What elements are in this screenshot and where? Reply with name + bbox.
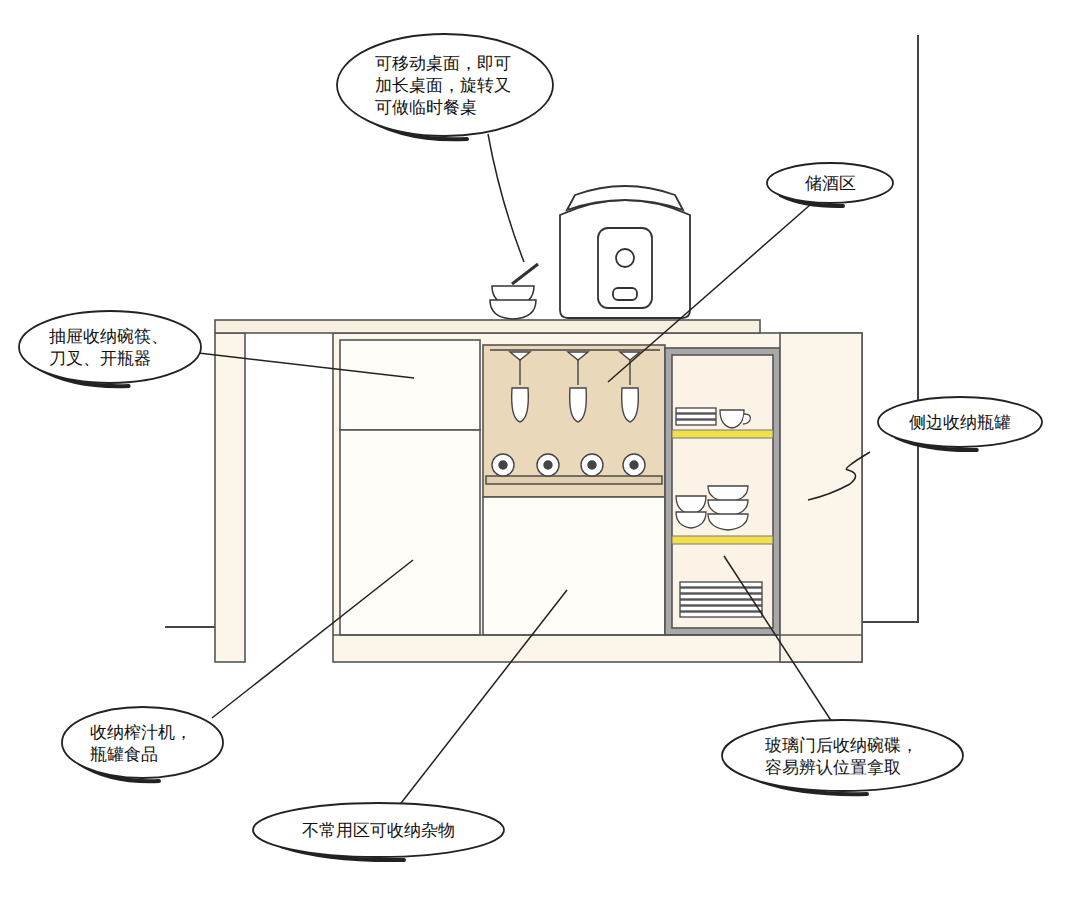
glass-door-frame bbox=[665, 348, 780, 635]
bubble-ellipse bbox=[878, 397, 1042, 447]
callout-text: 玻璃门后收纳碗碟， 容易辨认位置拿取 bbox=[765, 734, 921, 778]
bubble-ellipse bbox=[722, 720, 963, 791]
callout-bubble: 抽屉收纳碗筷、 刀叉、开瓶器 bbox=[17, 309, 203, 385]
shelf bbox=[672, 430, 773, 438]
callout-text: 储酒区 bbox=[805, 172, 856, 194]
callout-text: 可移动桌面，即可 加长桌面，旋转又 可做临时餐桌 bbox=[375, 52, 515, 118]
callout-bubble: 收纳榨汁机， 瓶罐食品 bbox=[60, 705, 225, 780]
bubble-ellipse bbox=[253, 803, 504, 857]
callout-text: 抽屉收纳碗筷、 刀叉、开瓶器 bbox=[49, 325, 171, 369]
movable-top bbox=[215, 320, 760, 333]
floor-line bbox=[165, 626, 215, 628]
bubble-ellipse bbox=[337, 34, 553, 136]
wall-line bbox=[862, 35, 918, 622]
callout-text: 收纳榨汁机， 瓶罐食品 bbox=[90, 721, 195, 765]
plinth-line bbox=[333, 634, 862, 636]
callout-bubble: 可移动桌面，即可 加长桌面，旋转又 可做临时餐桌 bbox=[335, 32, 555, 138]
callout-bubble: 储酒区 bbox=[765, 161, 895, 205]
lower-door bbox=[340, 430, 480, 635]
bowls bbox=[490, 264, 538, 319]
callout-text: 不常用区可收纳杂物 bbox=[302, 819, 455, 841]
leader-lines bbox=[190, 134, 870, 807]
side-panel bbox=[780, 333, 862, 662]
bubble-ellipse bbox=[62, 707, 223, 778]
cabinet-body bbox=[333, 333, 862, 662]
bubble-ellipse bbox=[19, 311, 201, 383]
glass-door-inside bbox=[672, 355, 773, 628]
callout-bubble: 不常用区可收纳杂物 bbox=[251, 801, 506, 859]
table-leg bbox=[215, 333, 245, 662]
bubble-ellipse bbox=[767, 163, 893, 203]
wine-bottles bbox=[486, 454, 662, 484]
dishes bbox=[676, 408, 762, 617]
bubble-outline bbox=[60, 705, 225, 780]
bubble-outline bbox=[17, 309, 203, 385]
middle-door bbox=[483, 497, 665, 635]
rice-cooker bbox=[560, 186, 690, 318]
callout-bubble: 侧边收纳瓶罐 bbox=[876, 395, 1044, 449]
drawer bbox=[340, 340, 480, 430]
shelf bbox=[672, 536, 773, 544]
callout-text: 侧边收纳瓶罐 bbox=[909, 411, 1011, 433]
wine-area bbox=[483, 345, 665, 497]
bubble-outline bbox=[720, 718, 965, 793]
callout-bubble: 玻璃门后收纳碗碟， 容易辨认位置拿取 bbox=[720, 718, 965, 793]
wine-glasses bbox=[490, 350, 660, 422]
